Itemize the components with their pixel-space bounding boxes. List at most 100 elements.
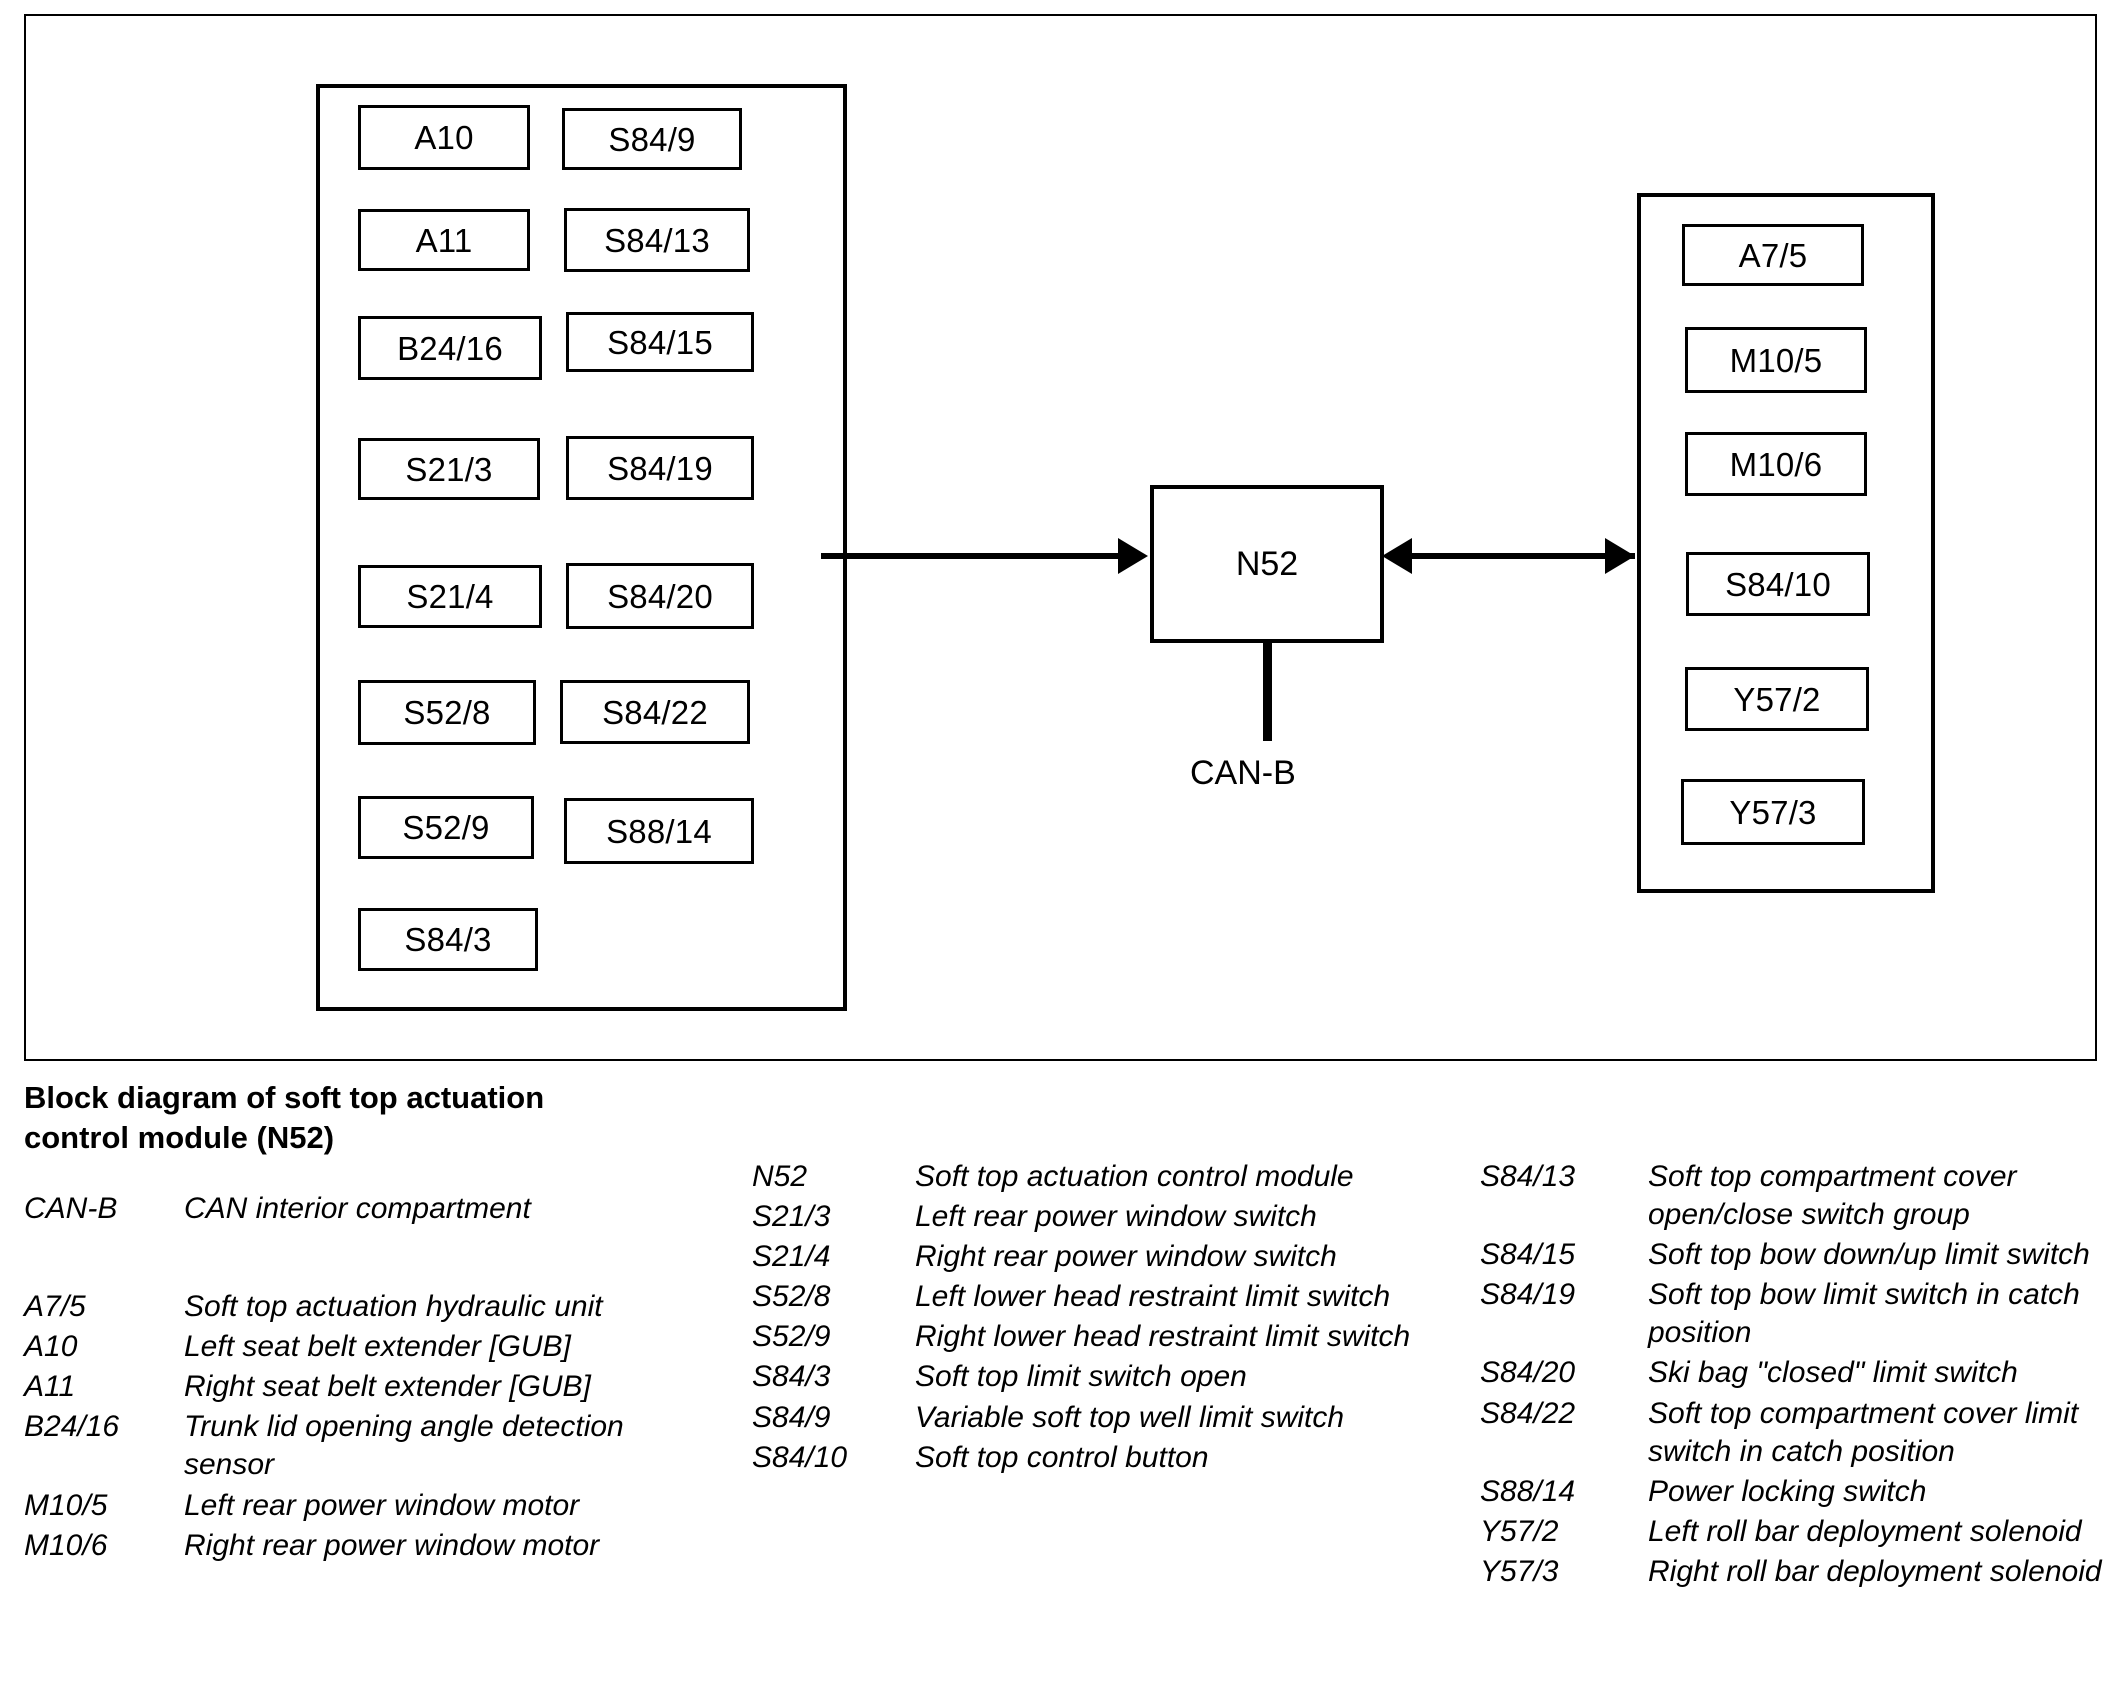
legend-column-1: CAN-B CAN interior compartment A7/5 Soft… — [24, 1190, 714, 1567]
legend-desc: Trunk lid opening angle detection sensor — [184, 1410, 624, 1482]
node-box-b24-16[interactable]: B24/16 — [358, 316, 542, 380]
connector-left-to-n52 — [821, 553, 1132, 559]
legend-item: B24/16 Trunk lid opening angle detection… — [24, 1408, 714, 1484]
legend-key: S84/20 — [1480, 1356, 1576, 1390]
caption-line-2: control module (N52) — [24, 1119, 335, 1155]
legend-column-3: S84/13 Soft top compartment cover open/c… — [1480, 1158, 2110, 1593]
node-box-s52-9[interactable]: S52/9 — [358, 796, 534, 859]
legend-desc: Left rear power window switch — [915, 1200, 1317, 1234]
node-box-s84-20[interactable]: S84/20 — [566, 563, 754, 629]
legend-item: CAN-B CAN interior compartment — [24, 1190, 714, 1228]
node-box-y57-2[interactable]: Y57/2 — [1685, 667, 1869, 731]
legend-desc: Soft top bow limit switch in catch posit… — [1648, 1278, 2080, 1350]
node-box-m10-6[interactable]: M10/6 — [1685, 432, 1867, 496]
legend-key: S84/10 — [752, 1440, 848, 1474]
diagram-caption: Block diagram of soft top actuation cont… — [24, 1078, 664, 1157]
legend-desc: Right lower head restraint limit switch — [915, 1320, 1411, 1354]
node-box-y57-3[interactable]: Y57/3 — [1681, 779, 1865, 845]
legend-key: B24/16 — [24, 1410, 120, 1444]
node-box-s88-14[interactable]: S88/14 — [564, 798, 754, 864]
node-box-a7-5[interactable]: A7/5 — [1682, 224, 1864, 286]
node-box-s84-13[interactable]: S84/13 — [564, 208, 750, 272]
legend-item: S84/22 Soft top compartment cover limit … — [1480, 1395, 2110, 1471]
legend-desc: Soft top bow down/up limit switch — [1648, 1238, 2090, 1272]
legend-desc: Right rear power window motor — [184, 1528, 600, 1562]
legend-item: M10/6 Right rear power window motor — [24, 1527, 714, 1565]
legend-desc: Soft top control button — [915, 1440, 1209, 1474]
caption-line-1: Block diagram of soft top actuation — [24, 1080, 545, 1115]
node-box-m10-5[interactable]: M10/5 — [1685, 327, 1867, 393]
legend-item: Y57/2 Left roll bar deployment solenoid — [1480, 1513, 2110, 1551]
legend-key: A11 — [24, 1370, 76, 1404]
legend-item: S21/3 Left rear power window switch — [752, 1198, 1472, 1236]
legend-key: Y57/3 — [1480, 1554, 1559, 1588]
legend-key: S84/3 — [752, 1360, 831, 1394]
node-box-s21-3[interactable]: S21/3 — [358, 438, 540, 500]
legend-desc: Left roll bar deployment solenoid — [1648, 1514, 2082, 1548]
legend-key: S21/4 — [752, 1240, 831, 1274]
arrowhead-into-right-group — [1605, 538, 1635, 574]
legend-desc: CAN interior compartment — [184, 1192, 531, 1225]
legend-item: S84/9 Variable soft top well limit switc… — [752, 1399, 1472, 1437]
legend-item: S88/14 Power locking switch — [1480, 1473, 2110, 1511]
node-box-a10[interactable]: A10 — [358, 105, 530, 170]
legend-item: S52/8 Left lower head restraint limit sw… — [752, 1278, 1472, 1316]
legend-key: A7/5 — [24, 1290, 86, 1324]
legend-spacer — [24, 1230, 714, 1288]
canb-label: CAN-B — [1190, 754, 1296, 792]
legend-item: S84/13 Soft top compartment cover open/c… — [1480, 1158, 2110, 1234]
node-box-s84-9[interactable]: S84/9 — [562, 108, 742, 170]
legend-key: S84/19 — [1480, 1278, 1576, 1312]
legend-key: S21/3 — [752, 1200, 831, 1234]
node-box-s21-4[interactable]: S21/4 — [358, 565, 542, 628]
legend-key: S84/13 — [1480, 1160, 1576, 1193]
legend-desc: Right roll bar deployment solenoid — [1648, 1554, 2102, 1588]
diagram-frame: A10 A11 B24/16 S21/3 S21/4 S52/8 S52/9 S… — [24, 14, 2097, 1061]
node-box-n52[interactable]: N52 — [1150, 485, 1384, 643]
legend-item: S52/9 Right lower head restraint limit s… — [752, 1318, 1472, 1356]
legend-item: S84/10 Soft top control button — [752, 1439, 1472, 1477]
legend-desc: Soft top actuation control module — [915, 1160, 1354, 1193]
node-box-s84-3[interactable]: S84/3 — [358, 908, 538, 971]
legend-item: S21/4 Right rear power window switch — [752, 1238, 1472, 1276]
legend-item: N52 Soft top actuation control module — [752, 1158, 1472, 1196]
arrowhead-into-n52-right — [1382, 538, 1412, 574]
legend-key: S84/15 — [1480, 1238, 1576, 1272]
node-box-s84-10[interactable]: S84/10 — [1686, 552, 1870, 616]
legend-desc: Soft top compartment cover open/close sw… — [1648, 1160, 2017, 1232]
node-box-s84-15[interactable]: S84/15 — [566, 312, 754, 372]
legend-item: M10/5 Left rear power window motor — [24, 1487, 714, 1525]
node-box-s52-8[interactable]: S52/8 — [358, 680, 536, 745]
legend-item: A7/5 Soft top actuation hydraulic unit — [24, 1288, 714, 1326]
node-box-s84-22[interactable]: S84/22 — [560, 680, 750, 744]
connector-n52-to-right — [1406, 553, 1635, 559]
legend-key: S52/8 — [752, 1280, 831, 1314]
legend-desc: Soft top limit switch open — [915, 1360, 1247, 1394]
legend-key: N52 — [752, 1160, 808, 1193]
legend-desc: Left seat belt extender [GUB] — [184, 1330, 571, 1364]
legend-key: M10/5 — [24, 1488, 108, 1522]
legend-key: S88/14 — [1480, 1474, 1576, 1508]
node-box-a11[interactable]: A11 — [358, 209, 530, 271]
node-box-s84-19[interactable]: S84/19 — [566, 436, 754, 500]
legend-item: S84/15 Soft top bow down/up limit switch — [1480, 1236, 2110, 1274]
legend-desc: Right seat belt extender [GUB] — [184, 1370, 591, 1404]
legend-desc: Left rear power window motor — [184, 1488, 580, 1522]
legend-key: S84/22 — [1480, 1396, 1576, 1430]
connector-n52-to-canb — [1263, 641, 1272, 741]
legend-item: S84/3 Soft top limit switch open — [752, 1358, 1472, 1396]
legend-desc: Soft top actuation hydraulic unit — [184, 1290, 603, 1324]
legend-key: S52/9 — [752, 1320, 831, 1354]
left-input-group: A10 A11 B24/16 S21/3 S21/4 S52/8 S52/9 S… — [316, 84, 847, 1011]
legend-key: Y57/2 — [1480, 1514, 1559, 1548]
legend-desc: Soft top compartment cover limit switch … — [1648, 1396, 2079, 1468]
legend-column-2: N52 Soft top actuation control module S2… — [752, 1158, 1472, 1479]
legend-item: A11 Right seat belt extender [GUB] — [24, 1368, 714, 1406]
legend-item: A10 Left seat belt extender [GUB] — [24, 1328, 714, 1366]
legend-key: M10/6 — [24, 1528, 108, 1562]
legend-desc: Left lower head restraint limit switch — [915, 1280, 1391, 1314]
legend-key: CAN-B — [24, 1192, 118, 1225]
legend-desc: Variable soft top well limit switch — [915, 1400, 1345, 1434]
arrowhead-into-n52-left — [1118, 538, 1148, 574]
right-output-group: A7/5 M10/5 M10/6 S84/10 Y57/2 Y57/3 — [1637, 193, 1935, 893]
